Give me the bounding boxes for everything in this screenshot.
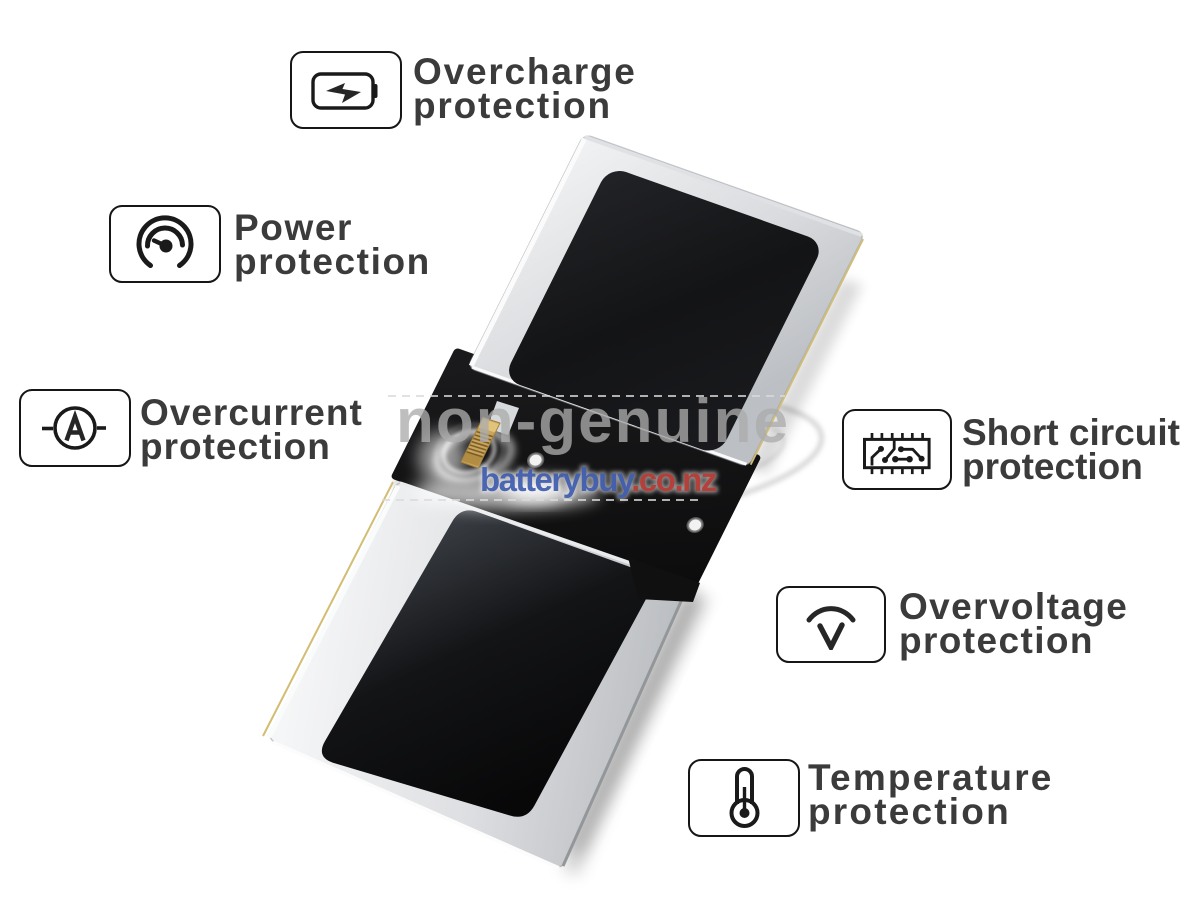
svg-text:batterybuy.co.nz: batterybuy.co.nz: [480, 461, 717, 498]
svg-text:non-genuine: non-genuine: [396, 387, 790, 456]
svg-text:batterybuy.co.nz: batterybuy.co.nz: [480, 461, 717, 498]
